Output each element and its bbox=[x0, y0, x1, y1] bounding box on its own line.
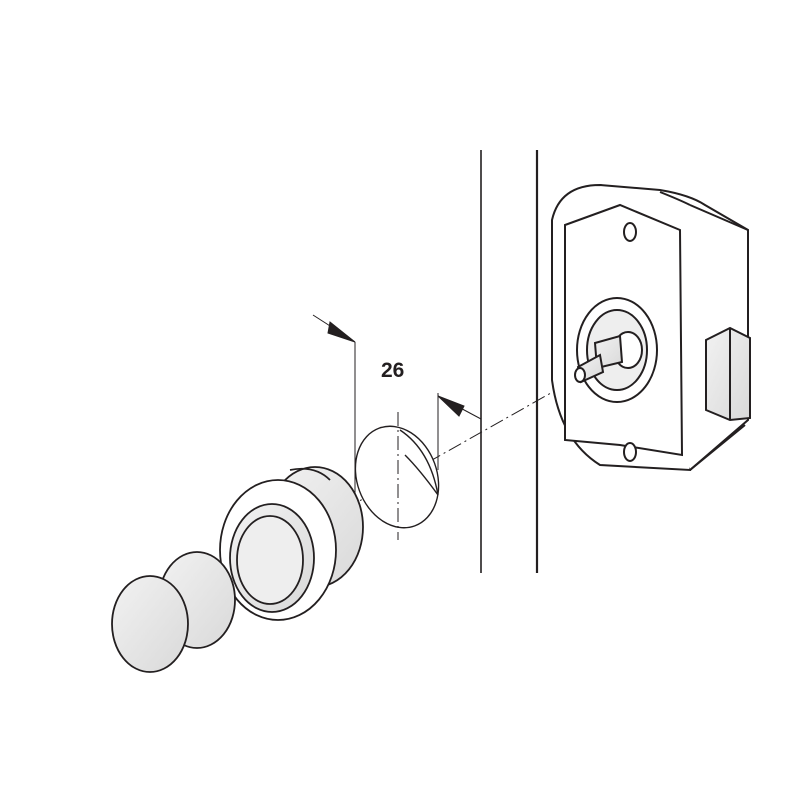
dimension-label: 26 bbox=[381, 359, 405, 382]
knob bbox=[111, 551, 236, 673]
lock-body bbox=[551, 183, 751, 472]
dimension-26 bbox=[312, 314, 482, 545]
bore-hole bbox=[354, 412, 440, 540]
rosette bbox=[219, 466, 364, 621]
door-panel bbox=[480, 150, 539, 573]
